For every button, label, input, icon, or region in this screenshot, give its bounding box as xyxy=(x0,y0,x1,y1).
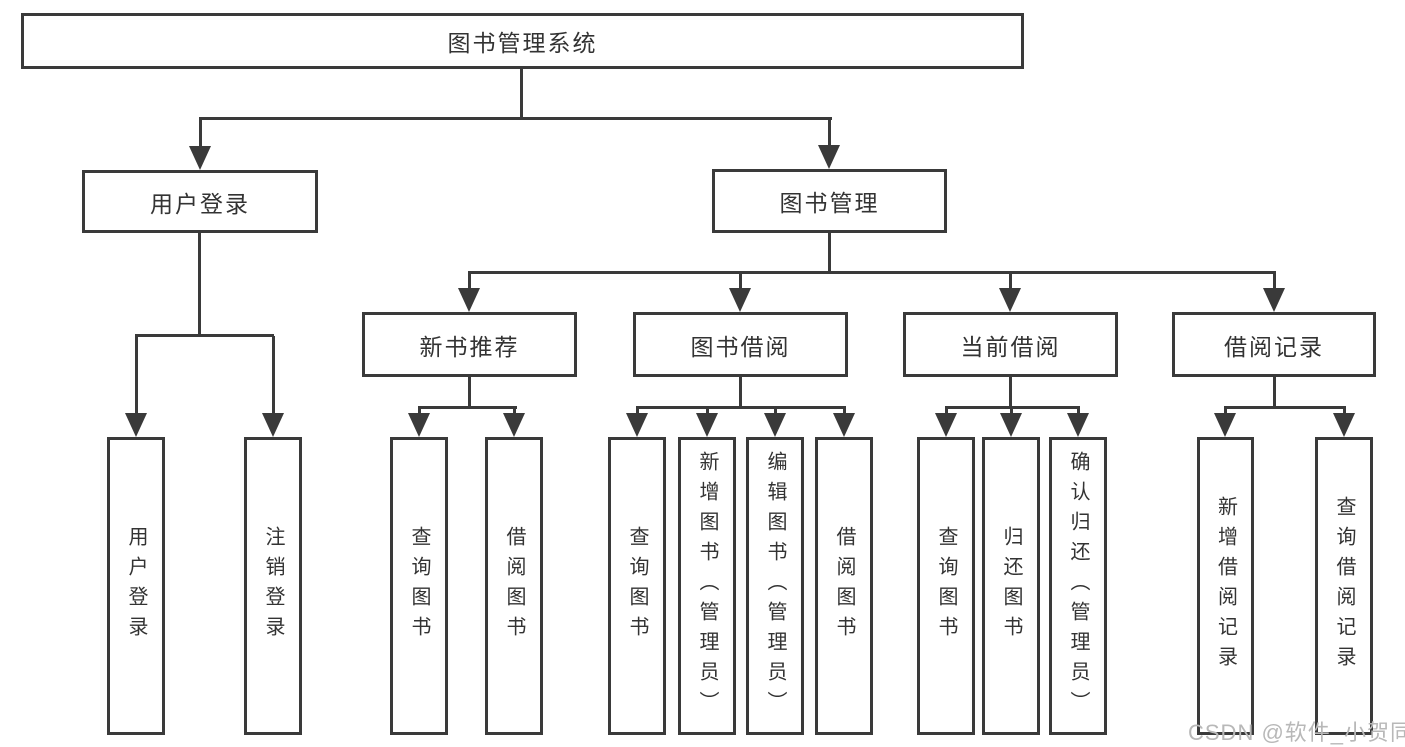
connector-new-books-branch xyxy=(418,406,517,409)
leaf-borrow-borrow-label: 借阅图书 xyxy=(833,526,855,646)
connector-drop xyxy=(1077,406,1080,416)
node-current-borrow: 当前借阅 xyxy=(903,312,1118,377)
leaf-current-query: 查询图书 xyxy=(917,437,975,735)
connector-current-borrow-drop xyxy=(1009,271,1012,291)
leaf-records-query-label: 查询借阅记录 xyxy=(1333,496,1355,676)
leaf-current-return: 归还图书 xyxy=(982,437,1040,735)
arrowhead-leaf xyxy=(503,413,525,437)
connector-drop xyxy=(945,406,948,416)
leaf-newbooks-borrow: 借阅图书 xyxy=(485,437,543,735)
node-borrow-records: 借阅记录 xyxy=(1172,312,1376,377)
arrowhead-leaf xyxy=(935,413,957,437)
connector-leaf-login-drop xyxy=(135,336,138,414)
connector-drop xyxy=(1010,406,1013,416)
arrowhead-leaf xyxy=(1000,413,1022,437)
arrowhead-leaf-login xyxy=(125,413,147,437)
leaf-borrow-query-label: 查询图书 xyxy=(626,526,648,646)
leaf-newbooks-query: 查询图书 xyxy=(390,437,448,735)
arrowhead-book-borrow xyxy=(729,288,751,312)
node-user-login-label: 用户登录 xyxy=(150,190,250,217)
leaf-newbooks-borrow-label: 借阅图书 xyxy=(503,526,525,646)
arrowhead-leaf xyxy=(764,413,786,437)
arrowhead-new-books xyxy=(458,288,480,312)
connector-user-login-stem xyxy=(198,233,201,337)
arrowhead-leaf xyxy=(833,413,855,437)
leaf-current-query-label: 查询图书 xyxy=(935,526,957,646)
connector-drop xyxy=(1224,406,1227,416)
connector-root-stem xyxy=(520,67,523,120)
connector-drop xyxy=(843,406,846,416)
connector-book-borrow-drop xyxy=(739,271,742,291)
leaf-current-confirm-admin: 确认归还（管理员） xyxy=(1049,437,1107,735)
node-user-login: 用户登录 xyxy=(82,170,318,233)
connector-drop xyxy=(1343,406,1346,416)
node-current-borrow-label: 当前借阅 xyxy=(960,333,1061,360)
node-new-books-label: 新书推荐 xyxy=(419,333,520,360)
leaf-current-return-label: 归还图书 xyxy=(1000,526,1022,646)
leaf-records-add-label: 新增借阅记录 xyxy=(1214,496,1237,676)
arrowhead-user-login xyxy=(189,146,211,170)
leaf-borrow-query: 查询图书 xyxy=(608,437,666,735)
leaf-current-confirm-admin-label: 确认归还（管理员） xyxy=(1067,451,1089,721)
connector-borrow-records-drop xyxy=(1273,271,1276,291)
connector-drop xyxy=(706,406,709,416)
leaf-borrow-add-admin-label: 新增图书（管理员） xyxy=(696,451,718,721)
node-book-borrow: 图书借阅 xyxy=(633,312,848,377)
leaf-borrow-edit-admin-label: 编辑图书（管理员） xyxy=(764,451,786,721)
leaf-logout: 注销登录 xyxy=(244,437,302,735)
arrowhead-current-borrow xyxy=(999,288,1021,312)
node-root: 图书管理系统 xyxy=(21,13,1024,69)
arrowhead-leaf xyxy=(1067,413,1089,437)
connector-book-mgmt-drop xyxy=(828,117,831,151)
connector-level1-branch xyxy=(199,117,832,120)
leaf-records-add: 新增借阅记录 xyxy=(1197,437,1254,735)
connector-drop xyxy=(513,406,516,416)
connector-level2-branch xyxy=(468,271,1276,274)
connector-user-login-branch xyxy=(135,334,274,337)
connector-drop xyxy=(418,406,421,416)
node-book-mgmt-label: 图书管理 xyxy=(779,190,880,216)
connector-user-login-drop xyxy=(199,117,202,152)
leaf-logout-label: 注销登录 xyxy=(262,526,284,646)
node-book-mgmt: 图书管理 xyxy=(712,169,947,233)
leaf-newbooks-query-label: 查询图书 xyxy=(408,526,430,646)
connector-new-books-stem xyxy=(468,377,471,409)
leaf-user-login: 用户登录 xyxy=(107,437,165,735)
connector-drop xyxy=(636,406,639,416)
connector-borrow-records-stem xyxy=(1273,377,1276,409)
leaf-borrow-add-admin: 新增图书（管理员） xyxy=(678,437,736,735)
leaf-borrow-borrow: 借阅图书 xyxy=(815,437,873,735)
connector-borrow-records-branch xyxy=(1224,406,1345,409)
leaf-records-query: 查询借阅记录 xyxy=(1315,437,1373,735)
connector-book-mgmt-stem xyxy=(828,233,831,274)
arrowhead-book-mgmt xyxy=(818,145,840,169)
leaf-borrow-edit-admin: 编辑图书（管理员） xyxy=(746,437,804,735)
connector-book-borrow-branch xyxy=(636,406,845,409)
arrowhead-leaf xyxy=(626,413,648,437)
node-root-label: 图书管理系统 xyxy=(447,30,598,56)
connector-book-borrow-stem xyxy=(739,377,742,409)
node-new-books: 新书推荐 xyxy=(362,312,577,377)
node-book-borrow-label: 图书借阅 xyxy=(690,333,791,360)
node-borrow-records-label: 借阅记录 xyxy=(1224,333,1324,360)
arrowhead-leaf-logout xyxy=(262,413,284,437)
arrowhead-leaf xyxy=(1214,413,1236,437)
leaf-user-login-label: 用户登录 xyxy=(125,526,147,646)
connector-drop xyxy=(774,406,777,416)
arrowhead-leaf xyxy=(1333,413,1355,437)
connector-current-borrow-stem xyxy=(1009,377,1012,409)
connector-new-books-drop xyxy=(468,271,471,291)
arrowhead-borrow-records xyxy=(1263,288,1285,312)
arrowhead-leaf xyxy=(408,413,430,437)
csdn-watermark: CSDN @软件_小贺同学 xyxy=(1188,720,1405,745)
connector-leaf-logout-drop xyxy=(272,336,275,414)
arrowhead-leaf xyxy=(696,413,718,437)
